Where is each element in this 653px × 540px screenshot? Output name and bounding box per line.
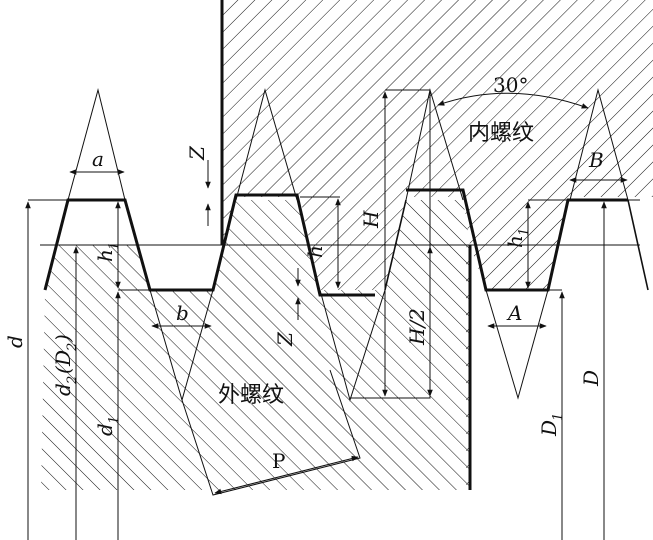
svg-text:2: 2: [65, 343, 80, 352]
svg-text:h: h: [503, 235, 527, 248]
d1-label: d 1: [93, 416, 122, 436]
a-label: a: [92, 147, 104, 171]
H-half-label: H/2: [405, 308, 429, 346]
svg-text:d: d: [93, 423, 117, 436]
H-box: [350, 89, 431, 399]
h1-left-label: h 1: [93, 242, 122, 262]
pitch-dimension: [214, 455, 359, 495]
svg-text:D: D: [51, 350, 75, 367]
internal-thread-region: [222, 0, 653, 490]
P-label: P: [272, 449, 285, 473]
svg-text:): ): [51, 334, 75, 343]
d2-D2-label: d 2 ( D 2 ): [51, 334, 80, 396]
H-label: H: [359, 210, 383, 229]
svg-text:D: D: [537, 420, 561, 437]
svg-text:h: h: [93, 249, 117, 262]
A-label: A: [506, 301, 522, 325]
D-label: D: [579, 370, 603, 387]
triangle-left-top: [235, 88, 298, 201]
angle-arc: [437, 92, 589, 109]
triangle-mid-bottom: [319, 289, 386, 402]
angle-label: 30°: [493, 73, 528, 97]
h1-right-label: h 1: [503, 228, 532, 248]
svg-text:(: (: [51, 365, 75, 374]
svg-text:1: 1: [107, 416, 122, 424]
b-label: b: [176, 301, 189, 325]
external-thread-region: [40, 200, 470, 490]
external-thread-label: 外螺纹: [218, 383, 284, 408]
internal-thread-profile: [406, 188, 628, 292]
triangle-B: [569, 88, 629, 201]
D1-label: D 1: [537, 413, 566, 437]
B-label: B: [588, 148, 604, 172]
triangle-a: [67, 88, 126, 201]
svg-text:1: 1: [551, 413, 566, 421]
svg-text:1: 1: [107, 242, 122, 250]
z-bottom-label: Z: [273, 331, 297, 347]
h-label: h: [303, 245, 327, 258]
z-top-label: Z: [185, 145, 209, 161]
d-label: d: [3, 335, 27, 348]
svg-text:2: 2: [65, 376, 80, 385]
svg-text:d: d: [51, 383, 75, 396]
svg-text:1: 1: [517, 228, 532, 236]
internal-thread-label: 内螺纹: [468, 121, 534, 146]
